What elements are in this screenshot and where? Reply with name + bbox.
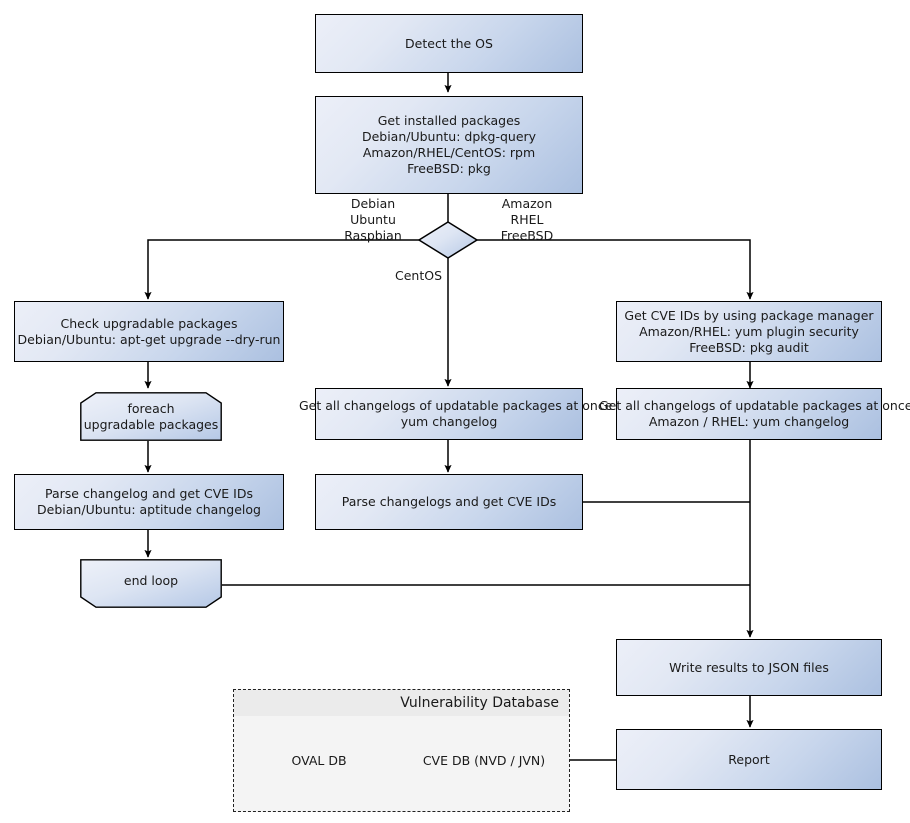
node-detect-the-os[interactable]: Detect the OS (315, 14, 583, 73)
cve-db-label: CVE DB (NVD / JVN) (422, 753, 546, 768)
node-label-line4: FreeBSD: pkg (407, 161, 491, 176)
node-report[interactable]: Report (616, 729, 882, 790)
node-get-all-changelogs-rhel[interactable]: Get all changelogs of updatable packages… (599, 388, 910, 440)
node-label-line2: Debian/Ubuntu: apt-get upgrade --dry-run (17, 331, 281, 347)
node-label: Report (728, 751, 770, 767)
node-label-line1: Parse changelog and get CVE IDs (45, 486, 253, 501)
edge-decision-to-get-cve (477, 239, 754, 300)
node-parse-changelog-debian[interactable]: Parse changelog and get CVE IDs Debian/U… (14, 474, 284, 530)
node-label-line2: Debian/Ubuntu: aptitude changelog (37, 502, 261, 517)
edge-label-debian-branch: Debian Ubuntu Raspbian (344, 196, 402, 243)
node-label-line3: Amazon/RHEL/CentOS: rpm (362, 145, 536, 160)
node-label-line3: FreeBSD: pkg audit (689, 339, 809, 355)
node-label-line2: Debian/Ubuntu: dpkg-query (361, 129, 537, 144)
node-label-line1: Check upgradable packages (60, 315, 238, 331)
node-label: Detect the OS (405, 35, 493, 51)
group-title: Vulnerability Database (400, 695, 559, 711)
node-label-line1: foreach (127, 400, 175, 416)
os-decision-diamond (417, 221, 479, 259)
node-label-line2: Amazon/RHEL: yum plugin security (639, 323, 859, 339)
node-end-loop[interactable]: end loop (80, 559, 222, 608)
vulnerability-database-group: Vulnerability Database (233, 689, 570, 812)
node-label-line2: yum changelog (400, 414, 498, 429)
loop-end-shape (80, 559, 222, 608)
node-label-line1: Get installed packages (377, 113, 521, 128)
node-get-installed-packages[interactable]: Get installed packages Debian/Ubuntu: dp… (315, 96, 583, 194)
node-parse-changelogs-centos[interactable]: Parse changelogs and get CVE IDs (315, 474, 583, 530)
node-label-line1: Get all changelogs of updatable packages… (599, 398, 910, 413)
node-label: Parse changelogs and get CVE IDs (341, 494, 557, 509)
node-get-all-changelogs-centos[interactable]: Get all changelogs of updatable packages… (299, 388, 612, 440)
node-label-line1: Get all changelogs of updatable packages… (299, 398, 613, 413)
loop-start-shape (80, 392, 222, 441)
node-check-upgradable-packages[interactable]: Check upgradable packages Debian/Ubuntu:… (14, 301, 284, 362)
node-get-cve-ids-package-manager[interactable]: Get CVE IDs by using package manager Ama… (616, 301, 882, 362)
edge-label-amazon-branch: Amazon RHEL FreeBSD (500, 196, 554, 243)
node-label: Write results to JSON files (669, 659, 829, 675)
node-write-results-to-json[interactable]: Write results to JSON files (616, 639, 882, 696)
group-header: Vulnerability Database (234, 690, 569, 716)
node-end-loop-label-wrap: end loop (80, 559, 222, 602)
oval-db-label: OVAL DB (291, 753, 347, 768)
node-label-line1: Get CVE IDs by using package manager (624, 307, 874, 323)
edge-label-centos-branch: CentOS (394, 268, 442, 283)
node-label-line2: Amazon / RHEL: yum changelog (648, 414, 850, 429)
node-foreach-label-wrap: foreach upgradable packages (80, 392, 222, 441)
node-label: end loop (123, 572, 179, 588)
node-label-line2: upgradable packages (83, 416, 219, 432)
node-foreach-upgradable-packages[interactable]: foreach upgradable packages (80, 392, 222, 441)
